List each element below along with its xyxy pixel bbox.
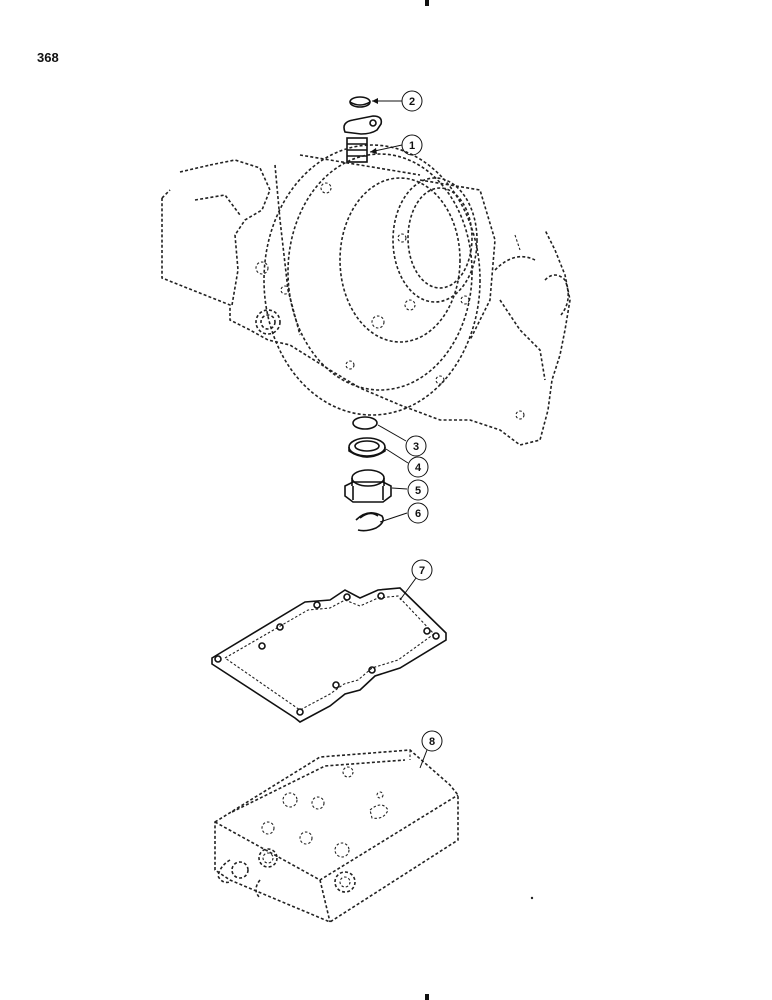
callout-1: 1 — [401, 134, 423, 156]
callout-7: 7 — [411, 559, 433, 581]
part-7-gasket — [211, 587, 447, 723]
callout-8: 8 — [421, 730, 443, 752]
transmission-housing — [161, 144, 571, 446]
part-4-washer — [348, 437, 386, 458]
part-2-cap — [349, 96, 371, 108]
svg-text:8: 8 — [429, 736, 435, 748]
callout-6: 6 — [407, 502, 429, 524]
crop-mark — [425, 994, 429, 1000]
part-5-plug — [344, 469, 392, 503]
callout-5: 5 — [407, 479, 429, 501]
svg-text:3: 3 — [413, 441, 419, 453]
svg-text:1: 1 — [409, 140, 415, 152]
svg-text:2: 2 — [409, 96, 415, 108]
svg-text:7: 7 — [419, 565, 425, 577]
svg-text:6: 6 — [415, 508, 421, 520]
part-8-valve-body — [214, 749, 459, 923]
callout-leaders — [369, 98, 428, 769]
part-1-fitting — [343, 115, 383, 163]
callout-2: 2 — [401, 90, 423, 112]
part-3-o-ring — [352, 416, 378, 430]
callout-3: 3 — [405, 435, 427, 457]
svg-text:4: 4 — [415, 462, 422, 474]
crop-mark — [425, 0, 429, 6]
speck — [530, 896, 534, 900]
svg-text:5: 5 — [415, 485, 421, 497]
page-number: 368 — [37, 50, 59, 65]
callout-4: 4 — [407, 456, 429, 478]
part-6-snap-ring — [355, 512, 384, 532]
